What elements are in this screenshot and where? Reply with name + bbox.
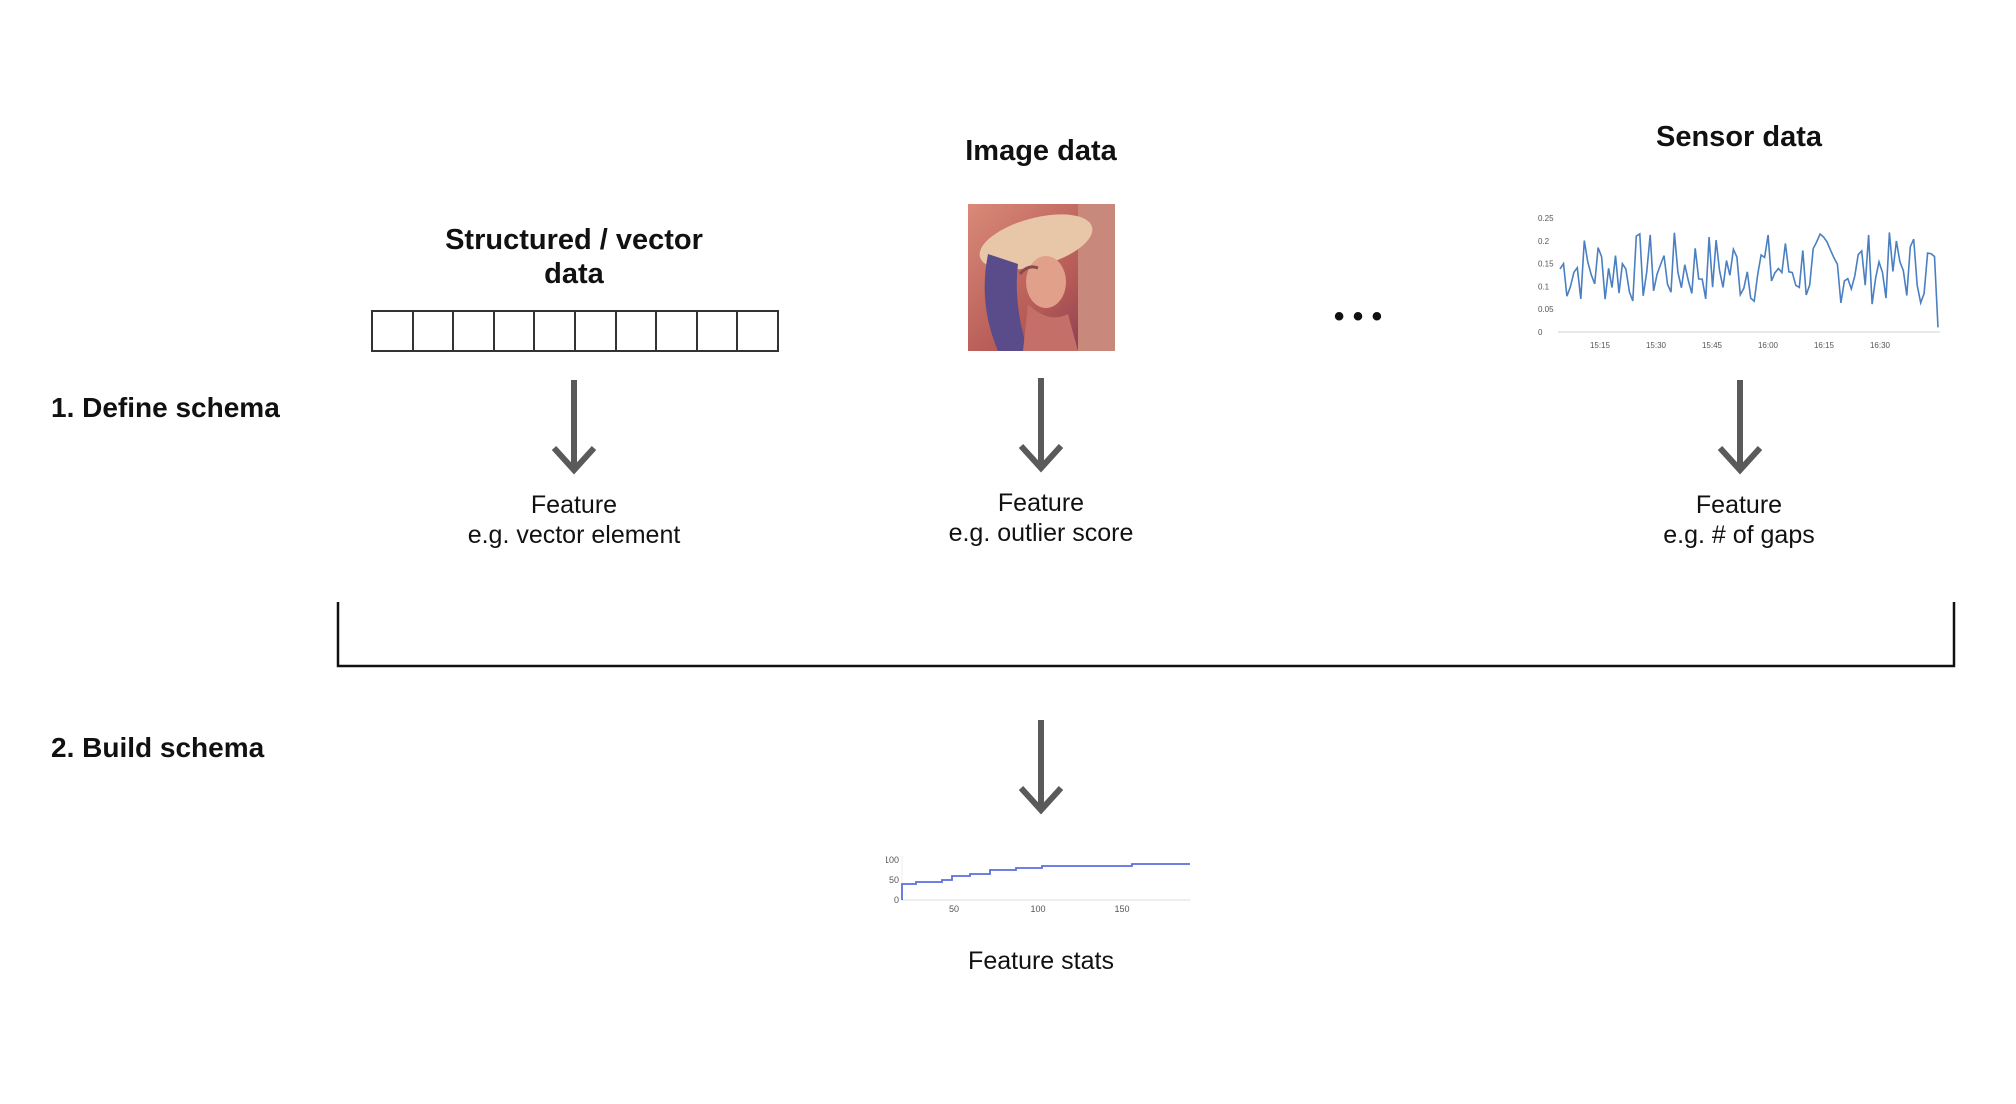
sensor-feature-label: Feature xyxy=(1695,491,1783,519)
vector-cell xyxy=(454,312,495,350)
image-data-title: Image data xyxy=(965,135,1117,167)
stats-y-tick: 100 xyxy=(886,855,899,865)
sensor-y-tick: 0.15 xyxy=(1538,260,1554,269)
stats-y-tick: 0 xyxy=(894,895,899,905)
sensor-y-tick: 0.05 xyxy=(1538,305,1554,314)
sensor-data-title: Sensor data xyxy=(1656,121,1822,153)
sensor-timeseries-chart: 0.25 0.2 0.15 0.1 0.05 0 15:15 15:30 15:45 16:00… xyxy=(1538,214,1940,350)
structured-feature-text: Feature e.g. vector element xyxy=(394,490,754,550)
structured-feature-label: Feature xyxy=(530,491,618,519)
vector-data-graphic xyxy=(371,310,779,352)
down-arrow-icon xyxy=(1018,378,1064,473)
vector-cell xyxy=(373,312,414,350)
step-define-schema: 1. Define schema xyxy=(51,392,280,423)
stats-y-tick: 50 xyxy=(889,875,899,885)
more-data-ellipsis: • • • xyxy=(1333,300,1383,333)
step-build-schema: 2. Build schema xyxy=(51,732,265,763)
vector-cell xyxy=(738,312,777,350)
vector-cell xyxy=(495,312,536,350)
vector-cell xyxy=(617,312,658,350)
portrait-photo-icon xyxy=(968,204,1115,351)
structured-title-line1: Structured / vector xyxy=(445,224,703,256)
structured-feature-example: e.g. vector element xyxy=(467,521,681,549)
vector-cell xyxy=(698,312,739,350)
sensor-feature-text: Feature e.g. # of gaps xyxy=(1559,490,1919,550)
down-arrow-icon xyxy=(1018,720,1064,815)
sensor-x-tick: 16:15 xyxy=(1814,341,1835,350)
stats-x-tick: 150 xyxy=(1114,904,1129,914)
vector-cell xyxy=(576,312,617,350)
sensor-y-tick: 0.25 xyxy=(1538,214,1554,223)
structured-data-title: Structured / vector data xyxy=(394,223,754,291)
sensor-y-tick: 0 xyxy=(1538,328,1543,337)
image-feature-label: Feature xyxy=(997,489,1085,517)
vector-cell xyxy=(535,312,576,350)
vector-cell xyxy=(414,312,455,350)
merge-bracket xyxy=(336,602,1956,668)
feature-stats-label: Feature stats xyxy=(968,947,1114,975)
sensor-x-tick: 15:15 xyxy=(1590,341,1611,350)
sensor-x-tick: 16:00 xyxy=(1758,341,1779,350)
sensor-y-tick: 0.1 xyxy=(1538,282,1550,291)
vector-cell xyxy=(657,312,698,350)
sensor-x-tick: 15:45 xyxy=(1702,341,1723,350)
sensor-x-tick: 15:30 xyxy=(1646,341,1667,350)
down-arrow-icon xyxy=(1717,380,1763,475)
image-feature-text: Feature e.g. outlier score xyxy=(861,488,1221,548)
structured-title-line2: data xyxy=(544,258,604,290)
feature-stats-chart: 100 50 0 50 100 150 xyxy=(886,855,1190,914)
sensor-x-tick: 16:30 xyxy=(1870,341,1891,350)
stats-x-tick: 50 xyxy=(949,904,959,914)
sensor-feature-example: e.g. # of gaps xyxy=(1663,521,1815,549)
down-arrow-icon xyxy=(551,380,597,475)
image-feature-example: e.g. outlier score xyxy=(948,519,1134,547)
sensor-y-tick: 0.2 xyxy=(1538,237,1550,246)
stats-x-tick: 100 xyxy=(1030,904,1045,914)
